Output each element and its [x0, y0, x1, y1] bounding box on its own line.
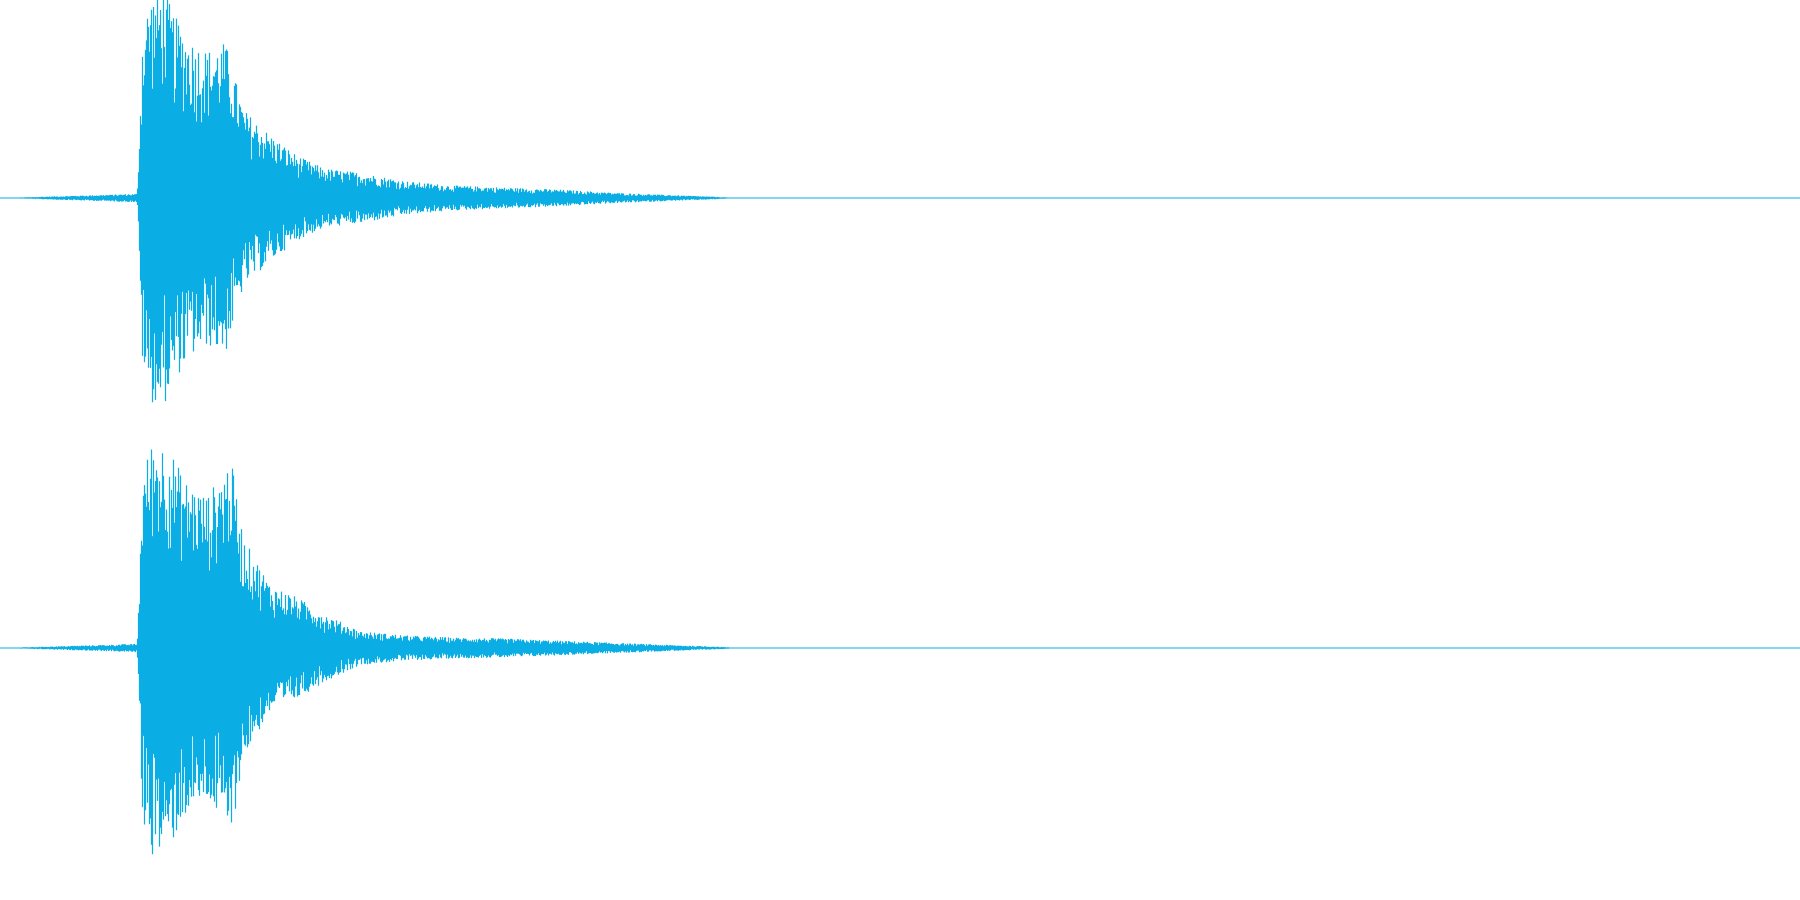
channel-1-waveform: [0, 0, 1800, 403]
channel-2-waveform: [0, 449, 1800, 855]
channel-1-samples: [6, 0, 736, 403]
channel-2-samples: [6, 449, 736, 855]
